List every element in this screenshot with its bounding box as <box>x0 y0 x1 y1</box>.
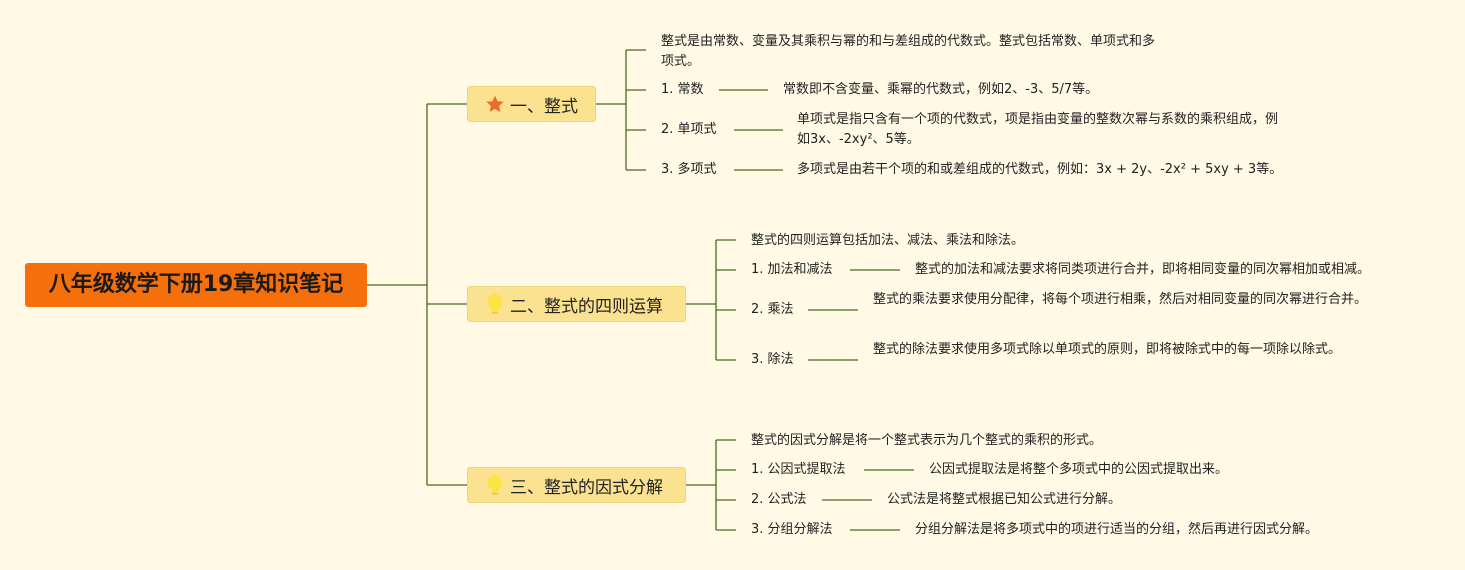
subtopic-description[interactable]: 整式的加法和减法要求将同类项进行合并，即将相同变量的同次幂相加或相减。 <box>915 262 1371 277</box>
subtopic-label[interactable]: 1. 公因式提取法 <box>751 462 846 477</box>
subtopic-label[interactable]: 2. 公式法 <box>751 492 807 507</box>
topic-label: 一、整式 <box>510 96 578 117</box>
subtopic-label[interactable]: 3. 分组分解法 <box>751 522 833 537</box>
subtopic-description[interactable]: 整式的乘法要求使用分配律，将每个项进行相乘，然后对相同变量的同次幂进行合并。 <box>873 292 1368 307</box>
subtopic-description[interactable]: 公式法是将整式根据已知公式进行分解。 <box>887 492 1122 507</box>
subtopic-label[interactable]: 1. 加法和减法 <box>751 262 833 277</box>
subtopic-description[interactable]: 公因式提取法是将整个多项式中的公因式提取出来。 <box>929 462 1229 477</box>
subtopic-label[interactable]: 3. 多项式 <box>661 162 717 177</box>
topic-node-polynomials[interactable]: 一、整式 <box>467 86 596 122</box>
subtopic-label[interactable]: 1. 常数 <box>661 82 704 97</box>
subtopic-label[interactable]: 2. 乘法 <box>751 302 794 317</box>
subtopic-description[interactable]: 常数即不含变量、乘幂的代数式，例如2、-3、5/7等。 <box>783 82 1099 97</box>
lightbulb-icon <box>484 293 506 315</box>
subtopic-description[interactable]: 多项式是由若干个项的和或差组成的代数式，例如：3x + 2y、-2x² + 5x… <box>797 162 1283 177</box>
topic-label: 三、整式的因式分解 <box>510 477 663 498</box>
root-node[interactable]: 八年级数学下册19章知识笔记 <box>25 263 367 307</box>
topic-intro[interactable]: 整式的四则运算包括加法、减法、乘法和除法。 <box>751 233 1025 248</box>
subtopic-label[interactable]: 2. 单项式 <box>661 122 717 137</box>
topic-label: 二、整式的四则运算 <box>510 296 663 317</box>
topic-node-operations[interactable]: 二、整式的四则运算 <box>467 286 686 322</box>
topic-intro[interactable]: 整式是由常数、变量及其乘积与幂的和与差组成的代数式。整式包括常数、单项式和多项式… <box>661 34 1156 69</box>
subtopic-description[interactable]: 整式的除法要求使用多项式除以单项式的原则，即将被除式中的每一项除以除式。 <box>873 342 1342 357</box>
star-icon <box>484 93 506 115</box>
lightbulb-icon <box>484 474 506 496</box>
topic-node-factorization[interactable]: 三、整式的因式分解 <box>467 467 686 503</box>
topic-intro[interactable]: 整式的因式分解是将一个整式表示为几个整式的乘积的形式。 <box>751 433 1103 448</box>
subtopic-description[interactable]: 单项式是指只含有一个项的代数式，项是指由变量的整数次幂与系数的乘积组成，例如3x… <box>797 112 1279 147</box>
subtopic-label[interactable]: 3. 除法 <box>751 352 794 367</box>
subtopic-description[interactable]: 分组分解法是将多项式中的项进行适当的分组，然后再进行因式分解。 <box>915 522 1319 537</box>
